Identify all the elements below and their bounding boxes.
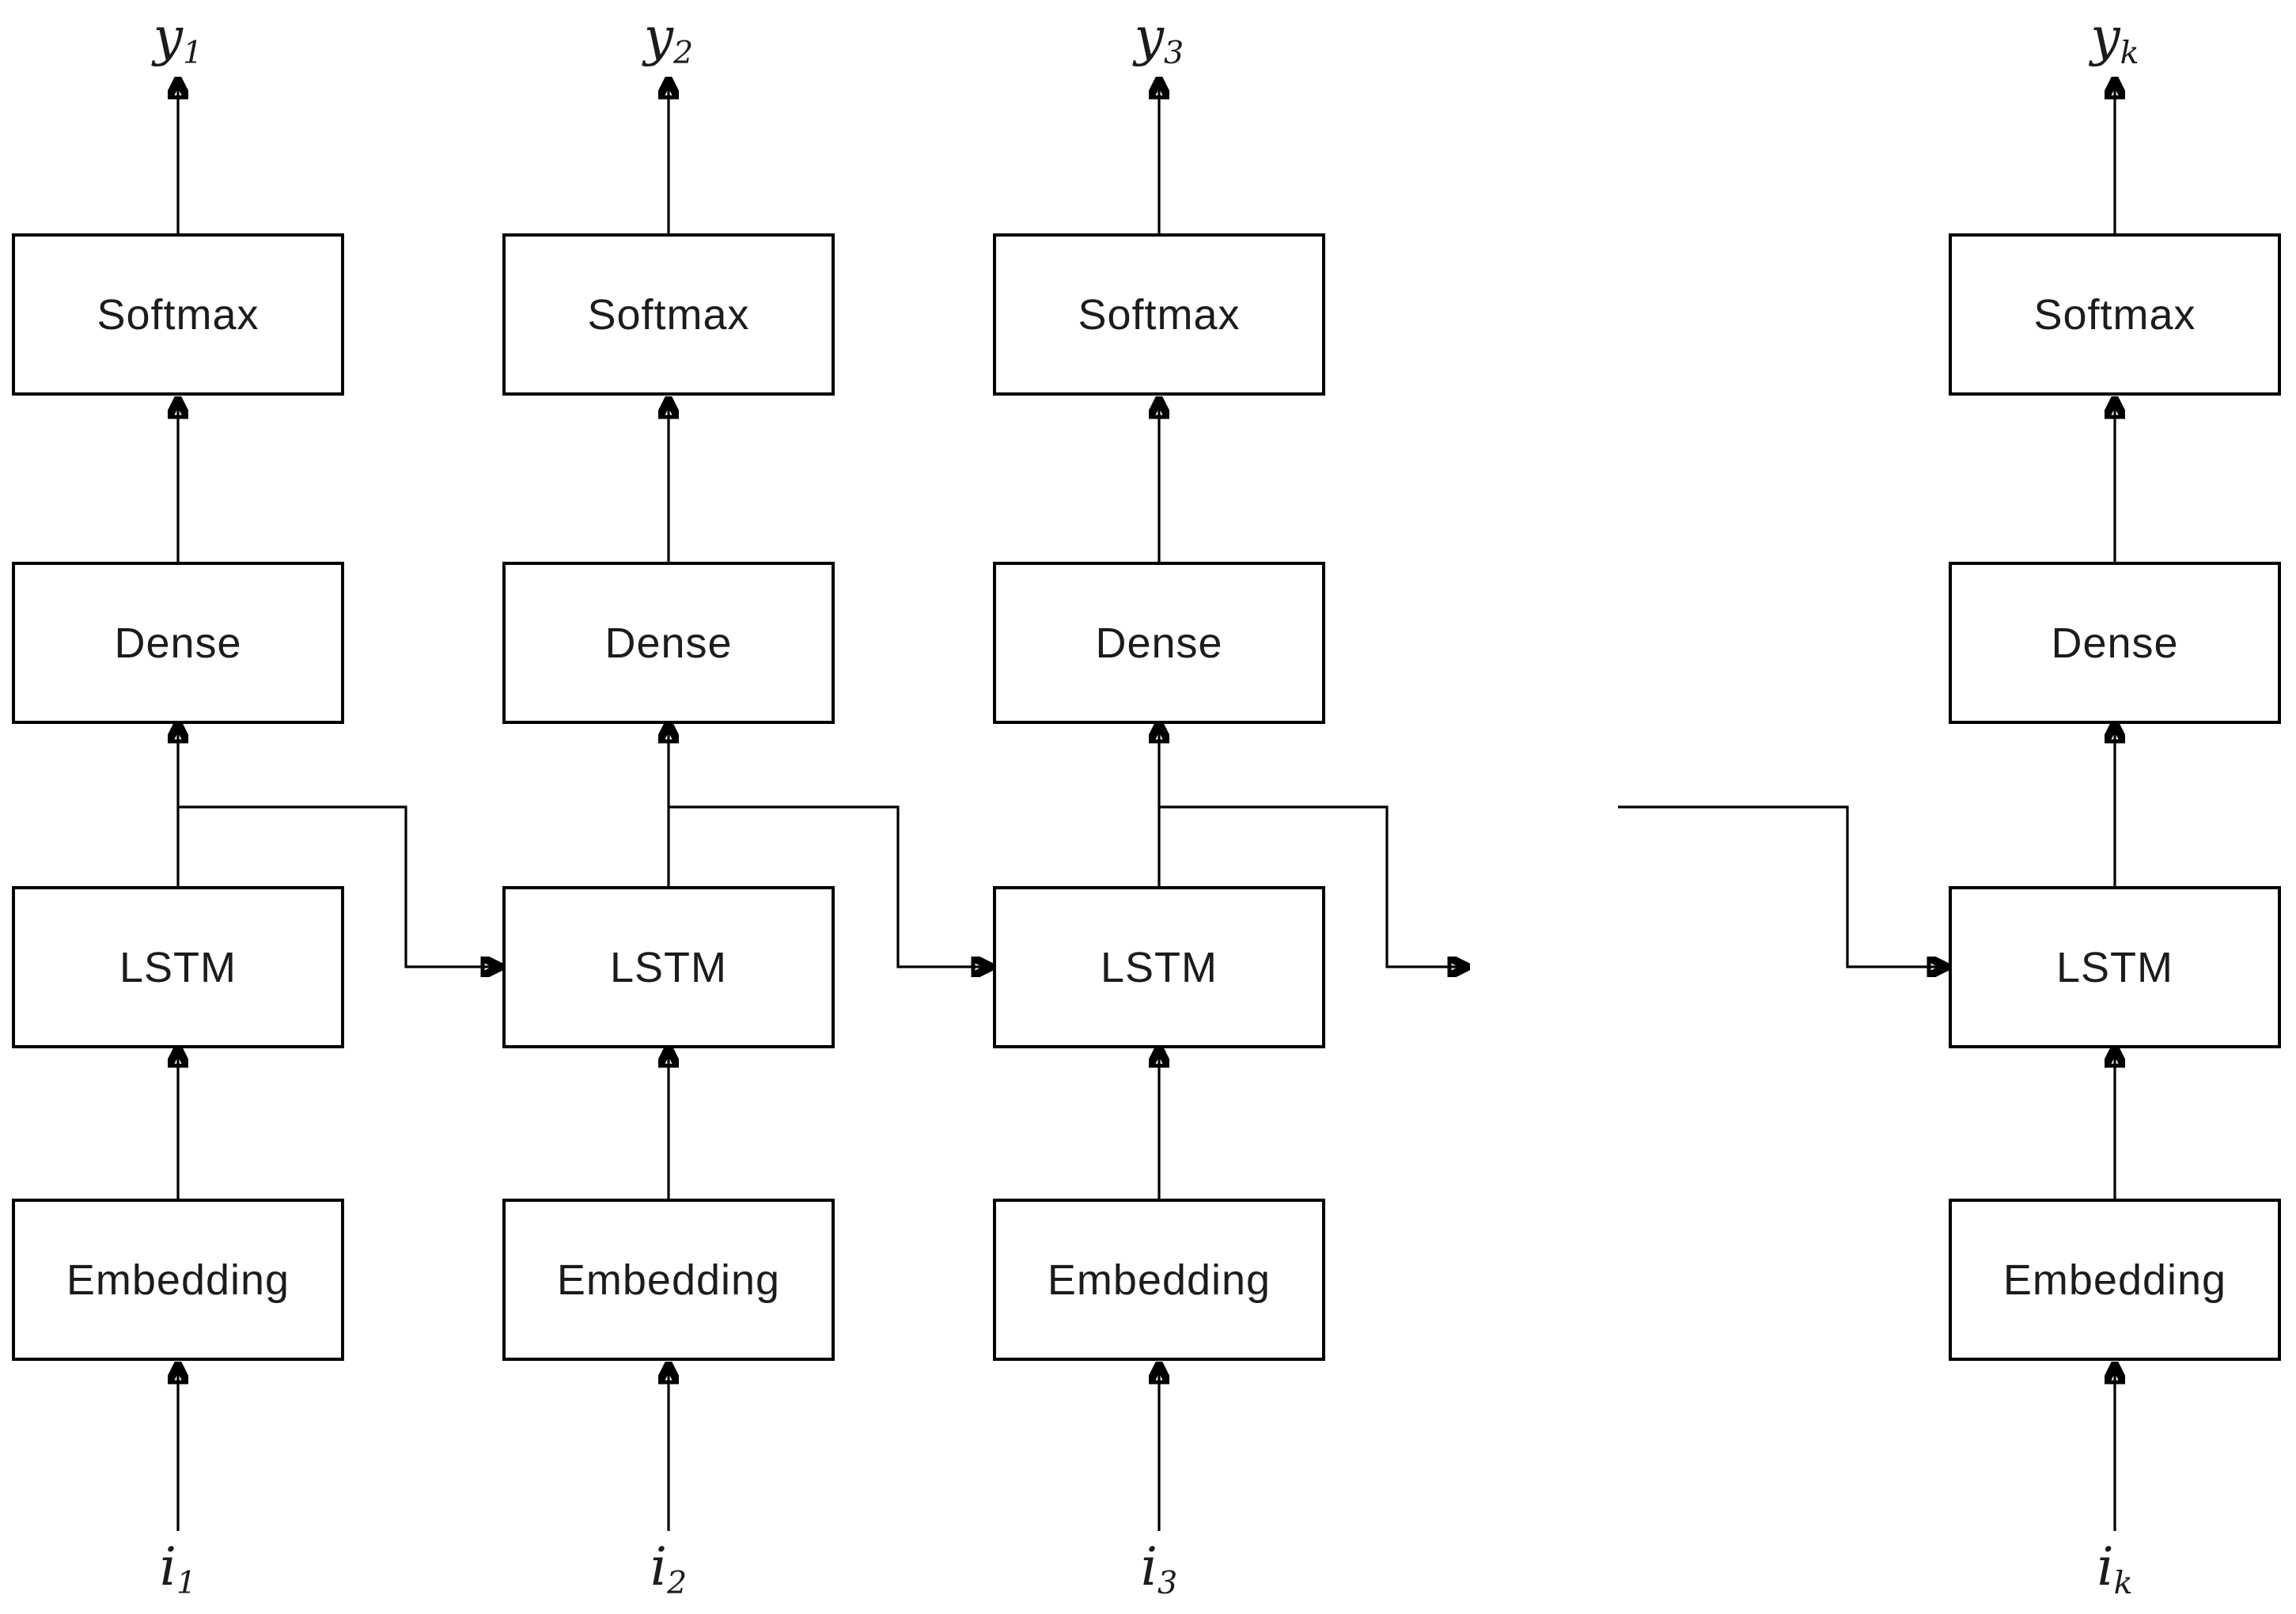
output-label-y2: y2 — [643, 6, 694, 72]
lstm-box-col2: LSTM — [502, 886, 835, 1048]
input-label-i1: i1 — [159, 1536, 197, 1602]
embedding-box-col1: Embedding — [12, 1199, 344, 1361]
lstm-box-col4: LSTM — [1949, 886, 2281, 1048]
input-label-i3: i3 — [1140, 1536, 1178, 1602]
dense-box-col1: Dense — [12, 562, 344, 724]
output-label-yk: yk — [2090, 6, 2139, 72]
softmax-box-col1: Softmax — [12, 233, 344, 396]
input-label-ik: ik — [2097, 1536, 2133, 1602]
softmax-box-col3: Softmax — [993, 233, 1325, 396]
output-label-y1: y1 — [153, 6, 203, 72]
dense-box-col2: Dense — [502, 562, 835, 724]
recurrent-arrow-lstm3-out — [1159, 805, 1468, 967]
embedding-box-col4: Embedding — [1949, 1199, 2281, 1361]
dense-box-col4: Dense — [1949, 562, 2281, 724]
softmax-box-col4: Softmax — [1949, 233, 2281, 396]
recurrent-arrow-lstm1-to-lstm2 — [178, 805, 501, 967]
lstm-box-col1: LSTM — [12, 886, 344, 1048]
output-label-y3: y3 — [1134, 6, 1184, 72]
recurrent-arrow-in-lstm-k — [1618, 805, 1947, 967]
lstm-box-col3: LSTM — [993, 886, 1325, 1048]
softmax-box-col2: Softmax — [502, 233, 835, 396]
dense-box-col3: Dense — [993, 562, 1325, 724]
input-label-i2: i2 — [650, 1536, 688, 1602]
embedding-box-col3: Embedding — [993, 1199, 1325, 1361]
recurrent-arrow-lstm2-to-lstm3 — [669, 805, 991, 967]
embedding-box-col2: Embedding — [502, 1199, 835, 1361]
